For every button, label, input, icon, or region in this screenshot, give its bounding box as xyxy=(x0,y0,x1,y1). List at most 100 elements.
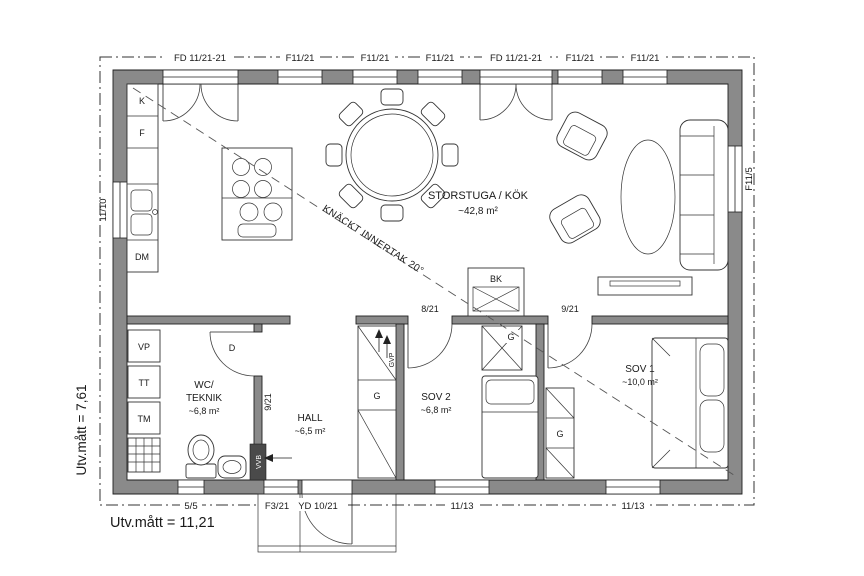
ceiling-ridge-label: KNÄCKT INNERTAK 20° xyxy=(320,202,426,277)
water-heater xyxy=(249,443,267,481)
wc-door-letter: D xyxy=(229,343,236,353)
opening-label: FD 11/21-21 xyxy=(490,53,542,64)
fridge-label: K xyxy=(139,96,145,106)
door-arc xyxy=(515,83,553,121)
sov2-area: ~6,8 m² xyxy=(421,405,452,415)
dining-chair xyxy=(380,88,404,106)
burner xyxy=(239,202,259,222)
opening-label: 11/13 xyxy=(621,501,644,512)
windows xyxy=(112,69,743,495)
up-arrow xyxy=(383,335,391,344)
toilet-bowl xyxy=(187,434,215,466)
wall-segment xyxy=(451,315,549,325)
dining-chair xyxy=(441,143,459,167)
hall-area: ~6,5 m² xyxy=(295,426,326,436)
pillow xyxy=(699,343,725,397)
sov1-door-label: 9/21 xyxy=(561,304,579,314)
gvp-label: GVP xyxy=(389,352,396,367)
sov1-door-arc xyxy=(547,323,593,369)
dining-table xyxy=(325,88,459,222)
fireplace xyxy=(467,267,525,317)
door-arc xyxy=(479,83,517,121)
living-room-area: ~42,8 m² xyxy=(458,206,498,217)
dining-chair xyxy=(380,204,404,222)
right-window-label: F11/5 xyxy=(744,167,755,191)
door-arc xyxy=(162,83,201,122)
label-background xyxy=(503,330,520,343)
dining-chair xyxy=(338,101,364,127)
dining-chair xyxy=(325,143,343,167)
dining-chair xyxy=(420,183,446,209)
burner xyxy=(263,202,283,222)
living-room-name: STORSTUGA / KÖK xyxy=(428,190,529,202)
opening-label: FD 11/21-21 xyxy=(174,53,226,64)
opening-label: F11/21 xyxy=(286,53,315,64)
heat-pump-label: VP xyxy=(138,342,150,352)
bottom-dimension-text: Utv.mått = 11,21 xyxy=(110,515,215,531)
sov1-wardrobe-label: G xyxy=(556,429,563,439)
left-arrow xyxy=(264,454,273,462)
opening-label: F11/21 xyxy=(566,53,595,64)
laundry-appliances xyxy=(127,329,161,473)
sov1-wardrobe xyxy=(545,387,575,479)
opening-label: 5/5 xyxy=(184,501,197,512)
kitchen-island xyxy=(221,147,293,241)
interior-walls xyxy=(126,315,729,481)
hall-wardrobe xyxy=(357,325,397,479)
sink-bowl xyxy=(130,213,153,236)
wc-room-name-1: WC/ xyxy=(194,380,214,391)
up-arrow xyxy=(375,329,383,338)
dryer xyxy=(127,365,161,399)
sofa xyxy=(679,119,729,271)
faucet xyxy=(152,209,158,215)
opening-label: F11/21 xyxy=(426,53,455,64)
dishwasher-label: DM xyxy=(135,252,149,262)
sov2-name: SOV 2 xyxy=(421,392,451,403)
dining-chair xyxy=(338,183,364,209)
heat-pump xyxy=(127,329,161,363)
opening-label: F3/21 xyxy=(265,501,289,512)
burner xyxy=(254,158,272,176)
wc-door-arc xyxy=(209,331,255,377)
sov2-door-label: 8/21 xyxy=(421,304,439,314)
left-window-label: 11/10 xyxy=(98,198,109,221)
wall-segment xyxy=(126,315,291,325)
dimension-boundary xyxy=(99,56,755,506)
sov2-bed xyxy=(481,375,539,479)
pillow xyxy=(699,399,725,453)
opening-label: YD 10/21 xyxy=(298,501,338,512)
door-swings xyxy=(162,83,593,545)
wall-segment xyxy=(395,323,405,481)
entry-door-gap xyxy=(301,479,353,495)
wc-room-name-2: TEKNIK xyxy=(186,393,222,404)
hall-wardrobe-label: G xyxy=(373,391,380,401)
washer-label: TM xyxy=(138,414,151,424)
island-sink xyxy=(237,223,277,238)
door-arc xyxy=(200,83,239,122)
burner xyxy=(232,158,250,176)
wall-segment xyxy=(591,315,729,325)
bottom-opening-labels: 5/5 F3/21 YD 10/21 11/13 11/13 xyxy=(180,498,650,512)
water-heater-label: VVB xyxy=(256,455,263,469)
sink-bowl xyxy=(130,189,153,212)
wall-segment xyxy=(253,323,263,333)
sov1-area: ~10,0 m² xyxy=(622,377,658,387)
freezer-label: F xyxy=(139,128,145,138)
washer xyxy=(127,401,161,435)
opening-label: F11/21 xyxy=(361,53,390,64)
toilet xyxy=(185,434,217,479)
hall-name: HALL xyxy=(297,413,322,424)
wall-segment xyxy=(355,315,409,325)
kitchen-counter xyxy=(126,83,159,273)
burner xyxy=(232,180,250,198)
burner xyxy=(254,180,272,198)
armchair xyxy=(556,111,608,161)
wc-door-label: 9/21 xyxy=(263,393,273,411)
wc-room-area: ~6,8 m² xyxy=(189,406,220,416)
fireplace-label: BK xyxy=(490,274,502,284)
washbasin xyxy=(217,455,247,479)
opening-label: F11/21 xyxy=(631,53,660,64)
armchair xyxy=(549,194,601,244)
